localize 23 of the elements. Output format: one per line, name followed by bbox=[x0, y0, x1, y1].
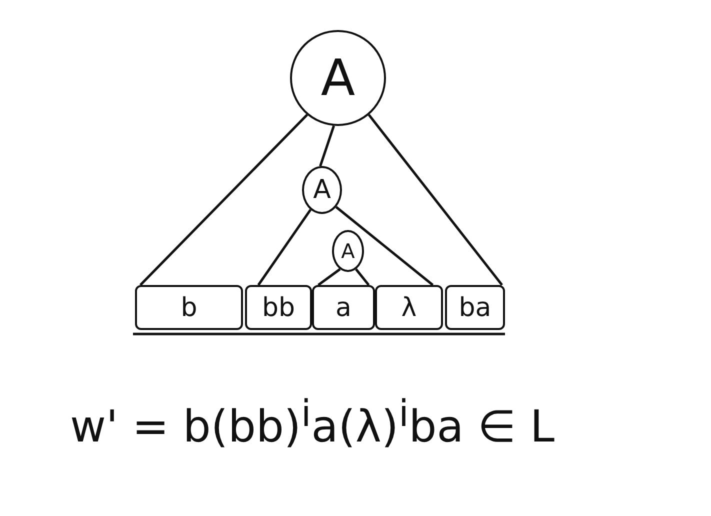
string-segment-box bbox=[135, 285, 243, 330]
tree-branch-line bbox=[319, 125, 335, 166]
tree-node-circle bbox=[302, 166, 342, 214]
tree-branch-line bbox=[257, 208, 312, 286]
node-label: A bbox=[341, 239, 355, 263]
tree-branch-line bbox=[140, 114, 308, 286]
node-label: λ bbox=[401, 292, 417, 322]
string-segment-box bbox=[375, 285, 443, 330]
tree-node-circle bbox=[332, 230, 364, 272]
string-segment-box bbox=[445, 285, 505, 330]
tree-branch-line bbox=[318, 268, 341, 286]
tree-branch-line bbox=[368, 114, 503, 286]
tree-node-circle bbox=[290, 30, 386, 126]
node-label: bb bbox=[262, 292, 295, 322]
tree-branch-line bbox=[355, 268, 370, 286]
node-label: b bbox=[180, 292, 198, 322]
node-label: A bbox=[320, 49, 356, 107]
string-segment-box bbox=[245, 285, 312, 330]
string-segment-box bbox=[312, 285, 375, 330]
formula: w' = b(bb)$^{i}$a(λ)$^{i}$ba ∈ L bbox=[70, 392, 554, 453]
node-label: A bbox=[313, 175, 331, 205]
node-label: ba bbox=[458, 292, 492, 322]
node-label: a bbox=[336, 292, 352, 322]
